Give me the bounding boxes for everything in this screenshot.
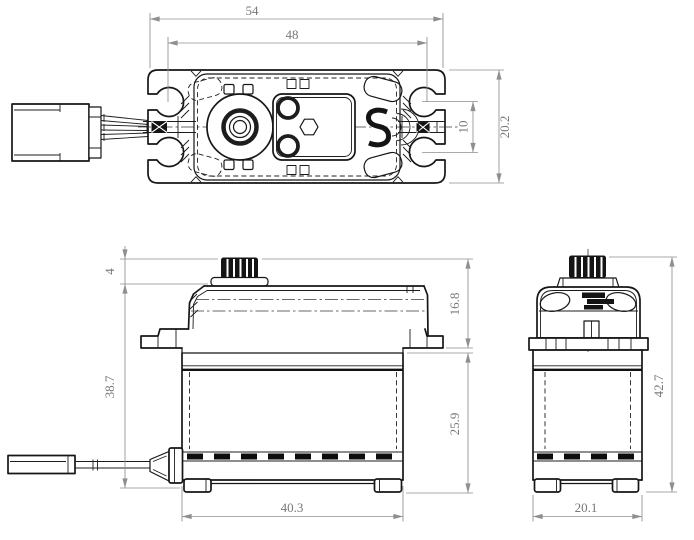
dim-text-top-depth: 20.2: [497, 116, 512, 139]
dim-text-top-mount-spacing: 48: [286, 27, 299, 42]
connector-plug: [11, 103, 102, 162]
front-connector-plug: [7, 454, 76, 475]
sound-wave-arcs: [391, 108, 420, 146]
dimension-front-width: 40.3: [181, 486, 404, 522]
plate-screw-bottom: [276, 134, 300, 158]
dimension-side-depth: 20.1: [532, 495, 643, 522]
savox-s-logo: [366, 107, 420, 148]
front-upper-case: [187, 285, 429, 337]
dim-text-front-spline-height: 4: [102, 268, 117, 275]
front-mount-flange-left: [140, 328, 190, 349]
dim-text-side-depth: 20.1: [575, 500, 598, 515]
view-side: [528, 249, 649, 493]
wire-collar: [168, 447, 184, 484]
dimension-top-slot-spacing: 10: [422, 101, 478, 153]
dimension-top-overall-width: 54: [149, 3, 444, 68]
dimension-front-lower-section: 25.9: [406, 352, 473, 494]
side-flange-band: [528, 337, 649, 351]
label-plate: [272, 93, 356, 161]
side-spline-shaft: [556, 255, 620, 289]
front-wire-assembly: [7, 447, 184, 484]
plate-screw-top: [276, 96, 300, 120]
upper-case-outline: [193, 73, 401, 181]
dim-text-front-lower-section: 25.9: [447, 413, 462, 436]
view-top: [11, 69, 458, 184]
dim-text-side-total-height: 42.7: [651, 374, 666, 397]
dim-text-top-slot-spacing: 10: [456, 121, 471, 134]
front-spline-shaft: [210, 257, 269, 287]
front-mount-flange-right: [402, 328, 444, 349]
dimension-top-depth: 20.2: [449, 69, 512, 184]
shaft-mount-tabs: [223, 83, 254, 171]
dimension-front-spline-height: 4: [102, 246, 218, 285]
dim-text-front-upper-section: 16.8: [447, 293, 462, 316]
dimension-front-body-below-spline: 38.7: [102, 283, 180, 489]
side-label-marks: [582, 292, 614, 310]
dimension-front-upper-section: 16.8: [262, 258, 473, 349]
side-feet: [533, 478, 640, 493]
case-corner-posts: [187, 75, 403, 179]
dimension-side-total-height: 42.7: [609, 256, 677, 493]
side-upper-case: [536, 286, 641, 339]
dimension-top-mount-spacing: 48: [167, 27, 428, 102]
plate-hex-hole: [299, 118, 319, 136]
case-clips: [286, 79, 310, 175]
servo-wires: [100, 114, 149, 141]
front-body: [181, 347, 404, 493]
side-body: [532, 349, 643, 493]
wire-channel-left: [143, 116, 196, 138]
front-feet: [183, 478, 403, 493]
dim-text-front-width: 40.3: [281, 500, 304, 515]
dim-text-top-overall-width: 54: [246, 3, 260, 18]
view-front: [7, 257, 444, 493]
lower-case-hidden-outline: [197, 77, 397, 177]
dim-text-front-body-below-spline: 38.7: [102, 375, 117, 398]
